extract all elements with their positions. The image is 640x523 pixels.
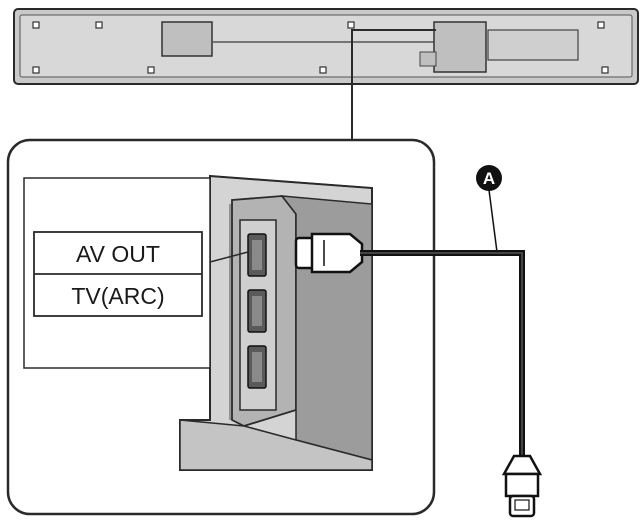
label-card: AV OUT TV(ARC) [23, 177, 249, 369]
soundbar-terminal-recess [433, 21, 487, 73]
soundbar-left-recess [161, 21, 213, 57]
loose-plug-boot [501, 454, 543, 476]
hdmi-cable-highlight [360, 252, 523, 458]
soundbar-screws [32, 21, 609, 74]
callout-a: A [476, 165, 502, 253]
callout-a-leader [488, 189, 498, 253]
hdmi-plug-loose [501, 454, 543, 518]
soundbar-small-slot [419, 51, 437, 67]
callout-a-label: A [483, 169, 495, 188]
soundbar [13, 8, 639, 85]
zoom-callout-panel: AV OUT TV(ARC) [6, 138, 436, 516]
callout-leader-line [351, 29, 436, 142]
label-tv-arc: TV(ARC) [71, 283, 164, 309]
housing-bottom-lip [179, 419, 373, 471]
soundbar-right-recess [487, 29, 579, 61]
label-leader [209, 251, 249, 263]
label-av-out: AV OUT [76, 241, 160, 267]
plug-body [310, 232, 364, 274]
loose-plug-body [504, 472, 540, 498]
callout-a-badge [476, 165, 502, 191]
hdmi-plug-inserted [294, 232, 364, 274]
housing-edge-line [209, 175, 373, 189]
